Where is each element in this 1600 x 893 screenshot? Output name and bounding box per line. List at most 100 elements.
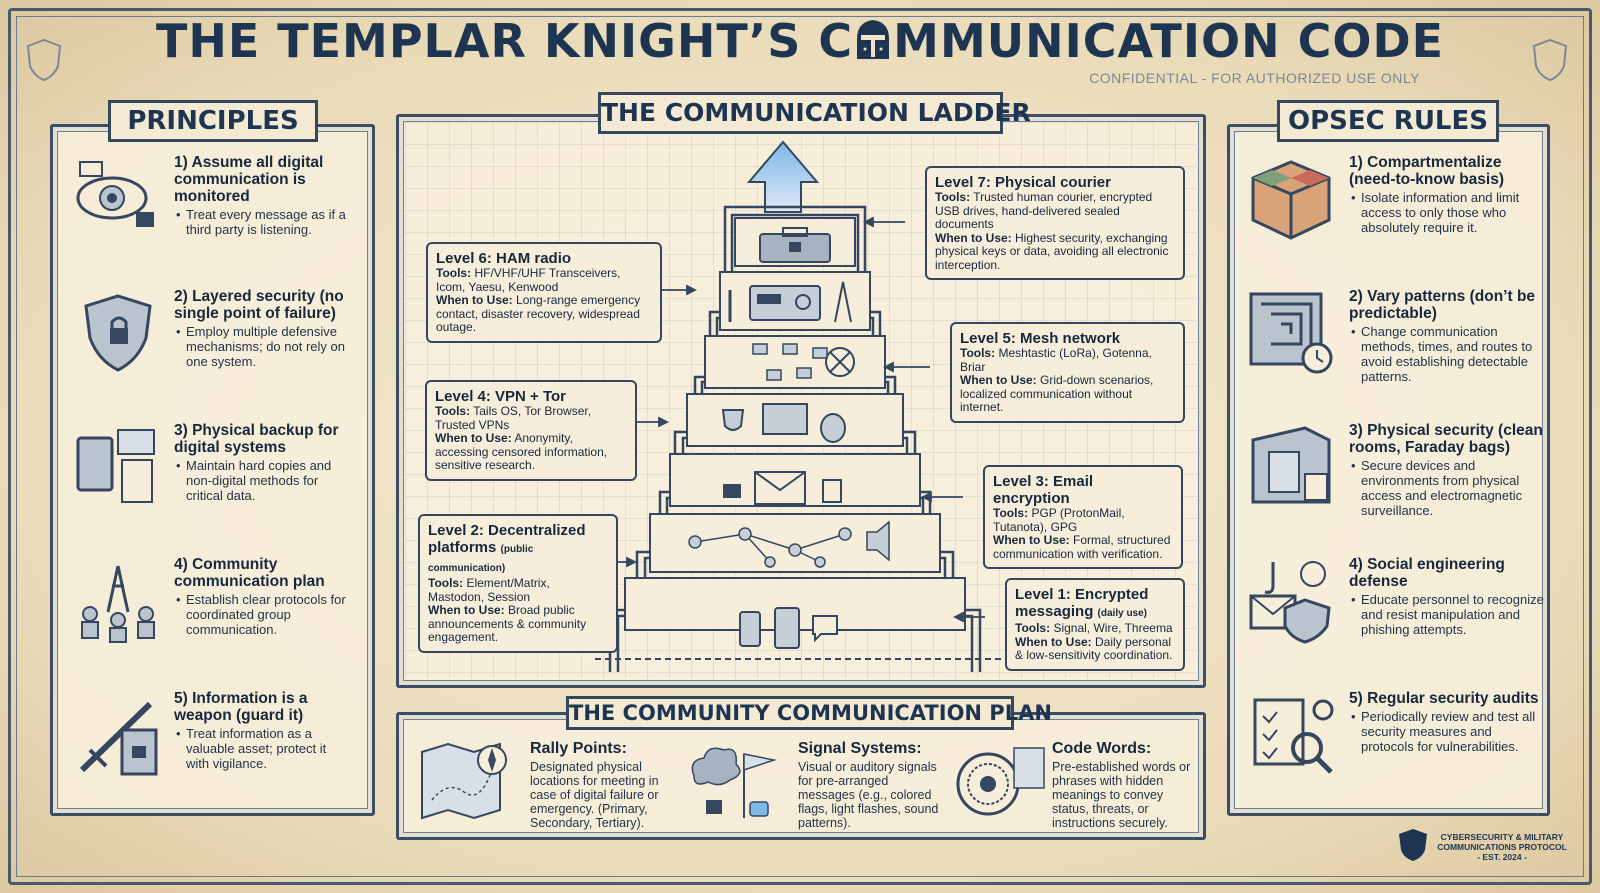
ham-radio-icon (728, 281, 852, 323)
when-text: Anonymity, accessing censored informatio… (435, 431, 608, 472)
opsec-item: 3) Physical security (clean rooms, Farad… (1245, 422, 1545, 550)
level-tools: Tools: Tails OS, Tor Browser, Trusted VP… (435, 404, 627, 432)
level-tools: Tools: PGP (ProtonMail, Tutanota), GPG (993, 506, 1173, 534)
level-tools: Tools: Signal, Wire, Threema (1015, 621, 1175, 636)
when-label: When to Use: (1015, 634, 1092, 649)
level-when: When to Use: Long-range emergency contac… (436, 293, 652, 335)
badge-shield-icon (1399, 829, 1427, 861)
opsec-item-heading: 3) Physical security (clean rooms, Farad… (1349, 422, 1543, 456)
plan-item-body: Designated physical locations for meetin… (530, 760, 659, 830)
opsec-item-heading: 4) Social engineering defense (1349, 556, 1505, 590)
principles-item-body: Treat information as a valuable asset; p… (176, 726, 352, 771)
level-subtitle: (public communication) (428, 544, 534, 574)
opsec-item-body: Secure devices and environments from phy… (1351, 458, 1545, 518)
principles-item-heading: 4) Community communication plan (174, 556, 325, 590)
level-when: When to Use: Anonymity, accessing censor… (435, 431, 627, 473)
principles-item: 4) Community communication planEstablish… (72, 556, 352, 684)
checklist-magnifier-icon (1245, 690, 1337, 782)
plan-item-heading: Code Words: (1052, 740, 1152, 757)
principles-item: 5) Information is a weapon (guard it)Tre… (72, 690, 352, 818)
tower-people-icon (72, 556, 164, 648)
level-title: Level 7: Physical courier (935, 174, 1175, 191)
plan-item-body: Pre-established words or phrases with hi… (1052, 760, 1191, 830)
footer-line-2: COMMUNICATIONS PROTOCOL (1437, 842, 1567, 852)
principles-item: 3) Physical backup for digital systemsMa… (72, 422, 352, 550)
phone-message-icon (739, 607, 838, 649)
phishing-shield-icon (1245, 556, 1337, 648)
eye-lock-icon (72, 154, 164, 246)
principles-item-heading: 1) Assume all digital communication is m… (174, 154, 324, 205)
level-tools: Tools: Meshtastic (LoRa), Gotenna, Briar (960, 346, 1175, 374)
principles-item-body: Maintain hard copies and non-digital met… (176, 458, 352, 503)
footer-badge: CYBERSECURITY & MILITARY COMMUNICATIONS … (1422, 832, 1582, 862)
principles-item-heading: 3) Physical backup for digital systems (174, 422, 339, 456)
tools-label: Tools: (428, 576, 464, 590)
level-title-text: Level 4: VPN + Tor (435, 388, 567, 405)
footer-line-1: CYBERSECURITY & MILITARY (1440, 832, 1564, 842)
plan-item-heading: Rally Points: (530, 740, 627, 757)
sword-book-icon (72, 690, 164, 782)
outer-frame (8, 8, 1592, 885)
email-lock-icon (723, 471, 842, 505)
cipher-wheel-icon (956, 747, 1045, 816)
when-label: When to Use: (993, 533, 1070, 547)
tablet-scroll-icon (72, 422, 164, 514)
principles-item-body: Treat every message as if a third party … (176, 207, 352, 237)
level-title-text: Level 2: Decentralized platforms (428, 522, 586, 556)
tools-text: PGP (ProtonMail, Tutanota), GPG (993, 506, 1125, 534)
footer-line-3: - EST. 2024 - (1477, 852, 1527, 862)
level-title: Level 3: Email encryption (993, 473, 1173, 507)
level-title-text: Level 6: HAM radio (436, 250, 572, 267)
level-title: Level 5: Mesh network (960, 330, 1175, 347)
compartment-cube-icon (1245, 154, 1337, 246)
ladder-level-2: Level 2: Decentralized platforms (public… (418, 514, 618, 653)
principles-item: 1) Assume all digital communication is m… (72, 154, 352, 282)
knight-helmet-icon (857, 20, 890, 59)
tools-label: Tools: (993, 506, 1029, 520)
tools-text: HF/VHF/UHF Transceivers, Icom, Yaesu, Ke… (436, 266, 621, 294)
opsec-item-body: Isolate information and limit access to … (1351, 190, 1545, 235)
when-text: Broad public announcements & community e… (428, 603, 587, 644)
plan-panel (396, 712, 1206, 840)
opsec-item-heading: 1) Compartmentalize (need-to-know basis) (1349, 154, 1505, 188)
level-title-text: Level 1: Encrypted messaging (1015, 586, 1149, 620)
principles-item-body: Employ multiple defensive mechanisms; do… (176, 324, 352, 369)
map-compass-icon (421, 742, 507, 820)
plan-item-body: Visual or auditory signals for pre-arran… (798, 760, 939, 830)
tools-text: Trusted human courier, encrypted USB dri… (935, 190, 1153, 231)
corner-shield-icon (26, 38, 62, 82)
decentralized-network-icon (688, 520, 890, 568)
tools-label: Tools: (935, 190, 971, 204)
when-text: Highest security, exchanging physical ke… (935, 230, 1169, 272)
tools-label: Tools: (960, 346, 996, 360)
vault-bag-icon (1245, 422, 1337, 514)
ladder-stairs (595, 140, 1005, 672)
when-label: When to Use: (935, 230, 1012, 245)
opsec-item-body: Change communication methods, times, and… (1351, 324, 1545, 384)
when-label: When to Use: (960, 373, 1037, 387)
when-text: Daily personal & low-sensitivity coordin… (1015, 634, 1173, 662)
principles-title: PRINCIPLES (108, 100, 318, 142)
level-tools: Tools: Trusted human courier, encrypted … (935, 190, 1175, 232)
opsec-item: 2) Vary patterns (don’t be predictable)C… (1245, 288, 1545, 416)
ladder-level-1: Level 1: Encrypted messaging (daily use)… (1005, 578, 1185, 671)
plan-item-heading: Signal Systems: (798, 740, 922, 757)
tools-text: Signal, Wire, Threema (1053, 621, 1173, 635)
tools-label: Tools: (435, 404, 471, 418)
opsec-item-body: Educate personnel to recognize and resis… (1351, 592, 1545, 637)
principles-item-body: Establish clear protocols for coordinate… (176, 592, 352, 637)
tools-text: Element/Matrix, Mastodon, Session (428, 576, 550, 604)
opsec-item-heading: 5) Regular security audits (1349, 690, 1539, 707)
inner-frame (16, 16, 1584, 877)
level-tools: Tools: HF/VHF/UHF Transceivers, Icom, Ya… (436, 266, 652, 294)
principles-item: 2) Layered security (no single point of … (72, 288, 352, 416)
tools-label: Tools: (1015, 621, 1051, 635)
mesh-network-icon (752, 343, 855, 381)
corner-shield-icon (1532, 38, 1568, 82)
when-text: Long-range emergency contact, disaster r… (436, 293, 641, 334)
level-tools: Tools: Element/Matrix, Mastodon, Session (428, 576, 608, 604)
